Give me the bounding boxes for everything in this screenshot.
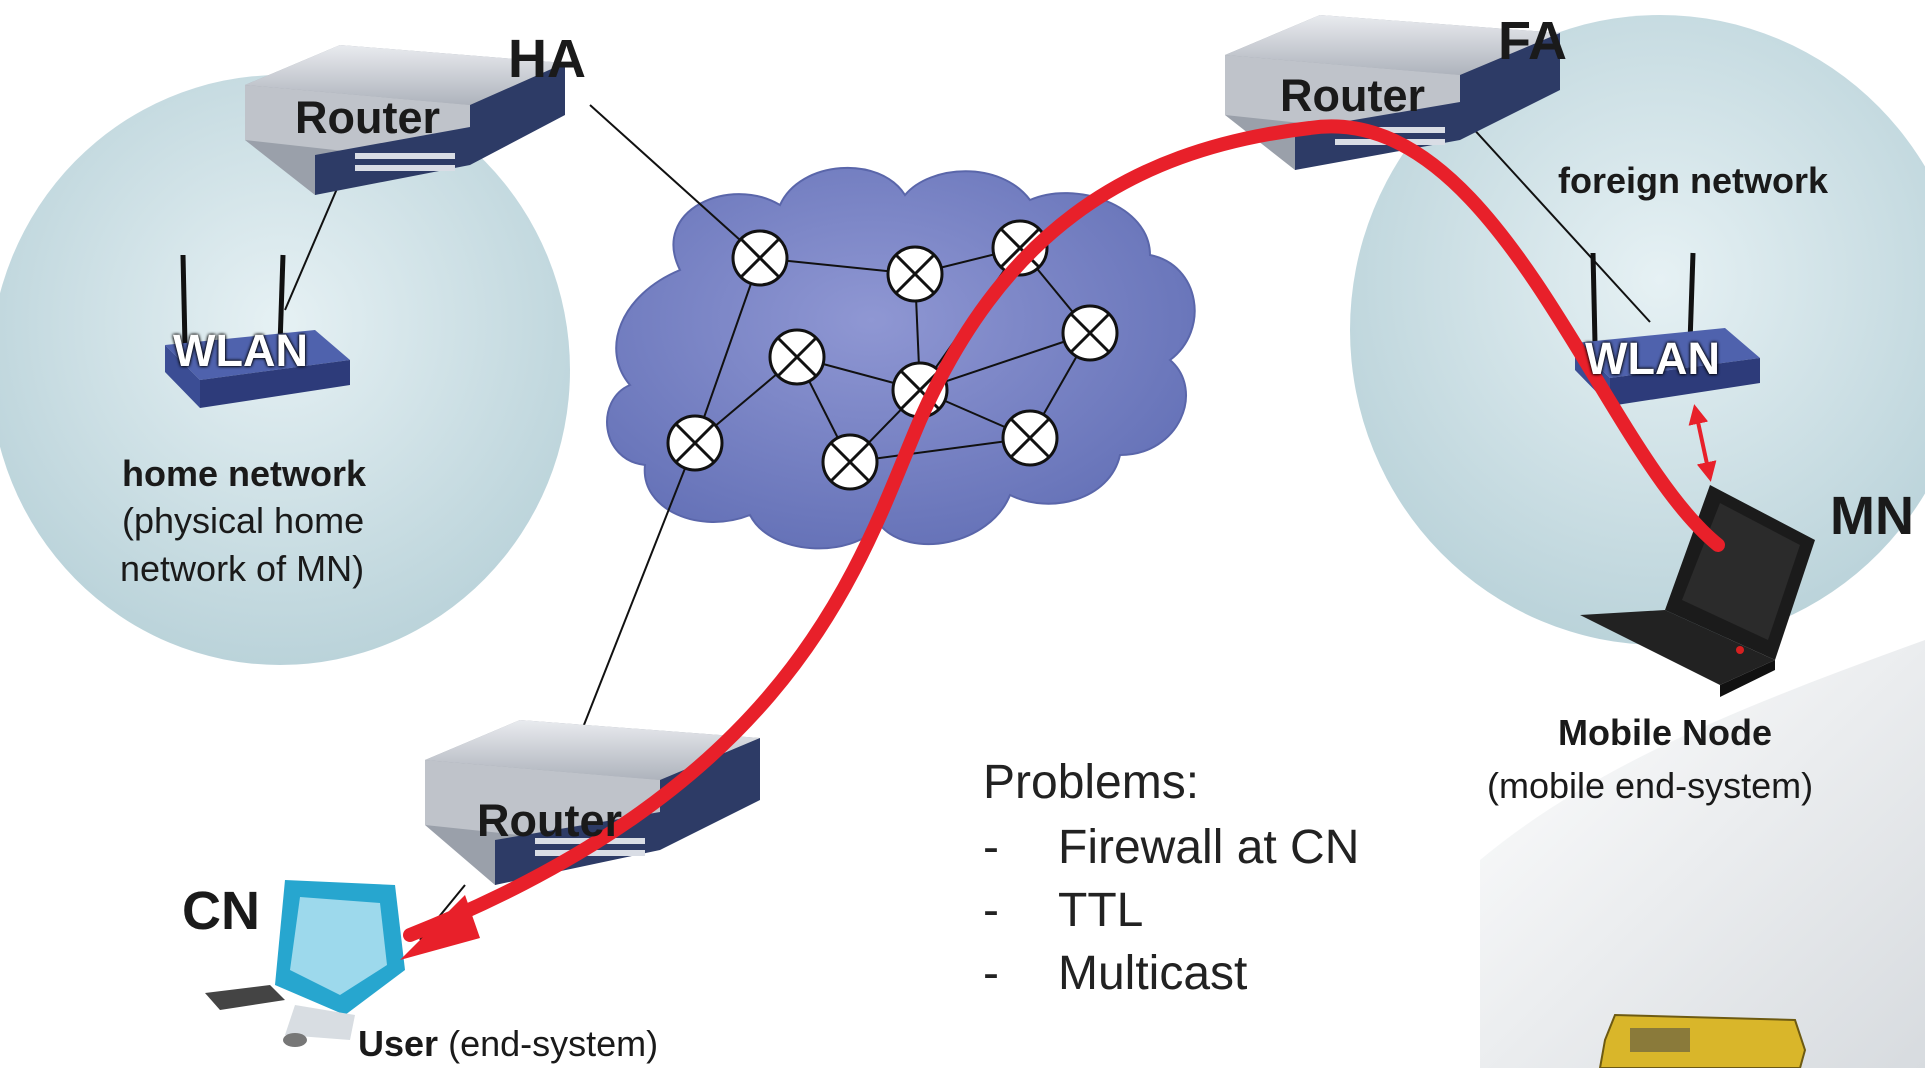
bullet-dash: - [983,947,999,1000]
network-node-icon [731,229,789,287]
problems-heading: Problems: [983,756,1200,809]
wlan-home-label: WLAN [173,325,308,376]
home-network-desc-line2: network of MN) [120,548,365,589]
bullet-dash: - [983,884,999,937]
mn-label: MN [1830,486,1914,546]
wlan-foreign-label: WLAN [1585,333,1720,384]
wireless-link-arrow [1688,404,1717,482]
network-node-icon [768,328,826,386]
imac-computer-icon [205,880,405,1047]
laptop-icon [1580,485,1815,697]
network-nodes [666,219,1119,491]
network-node-icon [1061,304,1119,362]
cloud-icon [606,166,1196,550]
wlan-access-point-icon [165,254,350,408]
foreign-network-circle [1350,15,1925,645]
problem-text: Firewall at CN [1058,821,1360,874]
foreign-network-title: foreign network [1558,160,1829,201]
router-ha-label: Router [295,92,440,143]
user-title: User [358,1023,439,1064]
gps-device-icon [1598,1013,1807,1068]
router-icon [245,45,565,195]
home-network-desc-line1: (physical home [122,500,365,541]
network-node-icon [991,219,1049,277]
problem-item: - TTL [983,883,1143,938]
problem-item: - Multicast [983,946,1247,1001]
user-label: User (end-system) [358,1023,658,1065]
home-network-title: home network [122,453,367,494]
network-node-icon [821,433,879,491]
router-icon [425,720,760,885]
ha-label: HA [508,29,586,89]
problem-item: - Firewall at CN [983,820,1359,875]
router-fa-label: Router [1280,70,1425,121]
tunnel-arrow [403,119,1725,942]
mobile-node-title: Mobile Node [1558,712,1772,753]
problem-text: TTL [1058,884,1144,937]
router-cn-label: Router [477,795,622,846]
network-node-icon [666,414,724,472]
problem-text: Multicast [1058,947,1248,1000]
network-node-icon [1001,409,1059,467]
cn-label: CN [182,881,260,941]
network-node-icon [886,245,944,303]
tunnel-arrow-head [400,895,480,960]
fa-label: FA [1498,11,1568,71]
snow-background [1480,640,1925,1068]
mobile-node-desc: (mobile end-system) [1487,765,1814,806]
bullet-dash: - [983,821,999,874]
user-desc: (end-system) [448,1023,659,1064]
